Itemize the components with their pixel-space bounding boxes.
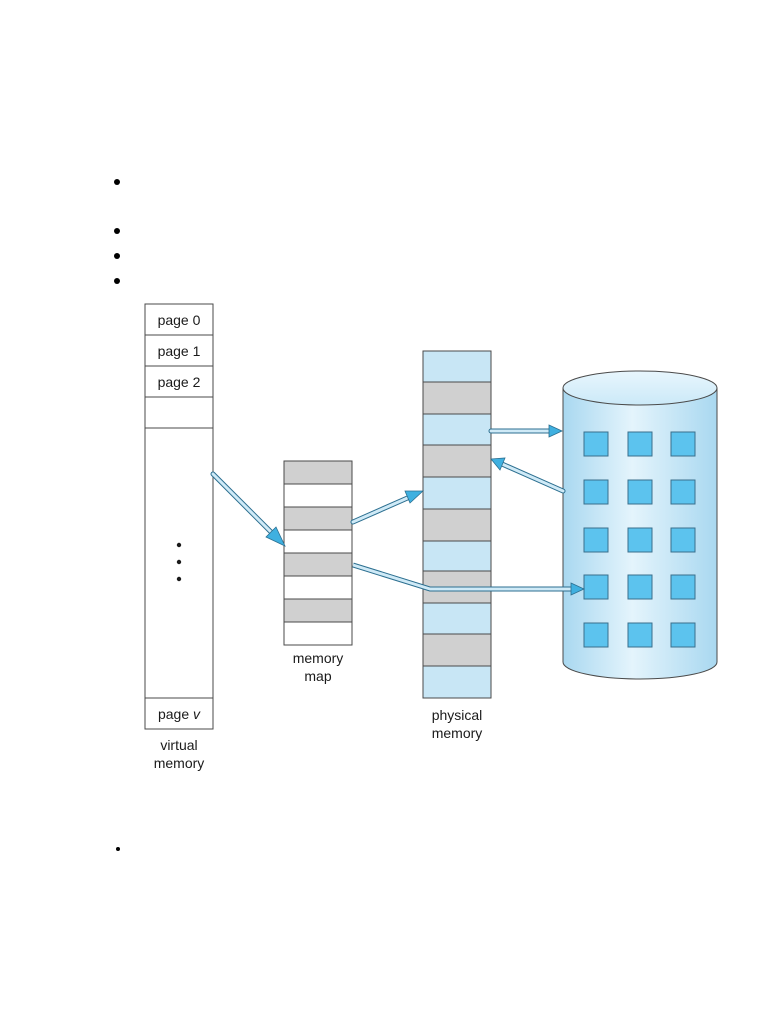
- bullet-5: [116, 847, 120, 851]
- disk-block: [627, 622, 653, 648]
- map-caption-line2: map: [304, 668, 331, 684]
- pm-caption-line2: memory: [432, 725, 483, 741]
- vm-page-label: page 0: [158, 312, 201, 328]
- arrow-shaft: [352, 563, 572, 591]
- frame-free: [422, 476, 492, 510]
- disk-block: [583, 479, 609, 505]
- map-caption-line1: memory: [293, 650, 344, 666]
- frame-used: [422, 633, 492, 667]
- map-entry-used: [283, 552, 353, 577]
- frame-free: [422, 665, 492, 699]
- map-entry-used: [283, 506, 353, 531]
- disk-top: [562, 370, 718, 406]
- vm-page-label: page 1: [158, 343, 201, 359]
- disk-block: [670, 574, 696, 600]
- ellipsis-dot: [176, 559, 182, 565]
- virtual-memory-frame: [144, 303, 214, 730]
- virtual-memory: page 0 page 1 page 2 page v virtual memo…: [144, 303, 214, 771]
- arrow-shaft: [211, 472, 277, 538]
- pm-caption-line1: physical: [432, 707, 483, 723]
- ellipsis-dot: [176, 542, 182, 548]
- disk-block: [670, 622, 696, 648]
- disk-block: [583, 622, 609, 648]
- bullet-2: [114, 228, 120, 234]
- arrow-head: [265, 526, 286, 547]
- frame-used: [422, 508, 492, 542]
- bullet-4: [114, 278, 120, 284]
- arrow-head: [570, 582, 585, 596]
- arrow-head: [548, 424, 563, 438]
- frame-used: [422, 381, 492, 415]
- frame-free: [422, 602, 492, 635]
- map-entry-free: [283, 575, 353, 600]
- disk-block: [583, 574, 609, 600]
- map-entry-free: [283, 483, 353, 508]
- disk-block: [627, 431, 653, 457]
- map-entry-free: [283, 529, 353, 554]
- bullet-3: [114, 253, 120, 259]
- mapping-arrows: [210, 424, 585, 596]
- ellipsis-dot: [176, 576, 182, 582]
- frame-free: [422, 540, 492, 572]
- bullet-1: [114, 179, 120, 185]
- arrow-head: [404, 490, 425, 504]
- physical-memory: physical memory: [422, 350, 492, 741]
- memory-map: memory map: [283, 460, 353, 684]
- frame-used: [422, 444, 492, 478]
- vm-last-page-var: v: [193, 706, 201, 722]
- disk-block: [670, 527, 696, 553]
- disk-block: [583, 431, 609, 457]
- disk-block: [627, 479, 653, 505]
- disk-block: [627, 527, 653, 553]
- disk-block: [583, 527, 609, 553]
- map-entry-used: [283, 598, 353, 623]
- disk-block: [627, 574, 653, 600]
- map-entry-used: [283, 460, 353, 485]
- frame-free: [422, 413, 492, 446]
- vm-last-page-prefix: page: [158, 706, 193, 722]
- disk-storage: [562, 370, 718, 680]
- frame-free: [422, 350, 492, 383]
- disk-blocks: [583, 431, 696, 648]
- vm-caption-line2: memory: [154, 755, 205, 771]
- disk-block: [670, 479, 696, 505]
- map-entry-free: [283, 621, 353, 646]
- arrow-shaft: [351, 494, 414, 524]
- vm-caption-line1: virtual: [160, 737, 197, 753]
- vm-last-page-label: page v: [158, 706, 201, 722]
- disk-block: [670, 431, 696, 457]
- arrow-shaft: [500, 462, 565, 493]
- arrow-head: [490, 457, 506, 471]
- vm-page-label: page 2: [158, 374, 201, 390]
